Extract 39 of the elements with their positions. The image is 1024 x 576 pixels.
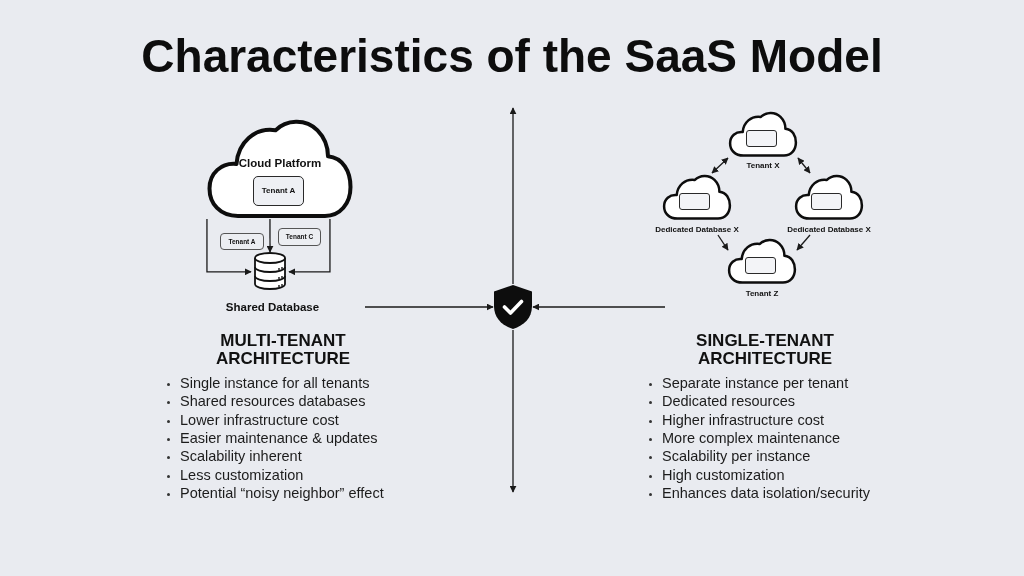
placeholder-frame	[745, 257, 776, 274]
arrow	[532, 303, 666, 311]
list-item: Single instance for all tenants	[180, 374, 370, 392]
list-item: Shared resources databases	[180, 392, 366, 411]
database-label: Shared Database	[225, 300, 320, 315]
double-arrow	[797, 157, 811, 174]
list-item: More complex maintenance	[662, 428, 841, 447]
title: Characteristics of the SaaS Model	[141, 30, 883, 82]
list-item: Less customization	[180, 465, 304, 484]
arrow	[206, 218, 252, 276]
arrow	[509, 329, 517, 493]
cloud-label: Dedicated Database X	[786, 225, 872, 235]
double-arrow	[711, 157, 729, 174]
section-heading: MULTI-TENANT ARCHITECTURE	[214, 332, 352, 368]
arrow	[796, 234, 811, 251]
list-item: Separate instance per tenant	[662, 374, 849, 392]
cloud-label: Cloud Platform	[237, 156, 323, 171]
list-item: Easier maintenance & updates	[180, 428, 378, 447]
list-item: Scalability inherent	[180, 447, 302, 466]
placeholder-frame	[746, 130, 777, 147]
arrow	[364, 303, 494, 311]
list-item: Lower infrastructure cost	[180, 410, 339, 429]
section-heading: SINGLE-TENANT ARCHITECTURE	[695, 332, 835, 368]
tenant-card: Tenant A	[253, 176, 304, 206]
arrow	[509, 107, 517, 285]
arrow	[288, 218, 331, 276]
list-item: Enhances data isolation/security	[662, 483, 870, 502]
placeholder-frame	[679, 193, 710, 210]
placeholder-frame	[811, 193, 842, 210]
arrow	[717, 234, 729, 251]
list-item: Higher infrastructure cost	[662, 410, 824, 429]
list-item: Potential “noisy neighbor” effect	[180, 483, 384, 502]
cloud-label: Tenant Z	[744, 289, 780, 299]
arrow	[266, 218, 274, 253]
cloud-label: Tenant X	[745, 161, 781, 171]
list-item: Scalability per instance	[662, 447, 811, 466]
list-item: High customization	[662, 465, 785, 484]
list-item: Dedicated resources	[662, 392, 795, 411]
cloud-label: Dedicated Database X	[654, 225, 740, 235]
